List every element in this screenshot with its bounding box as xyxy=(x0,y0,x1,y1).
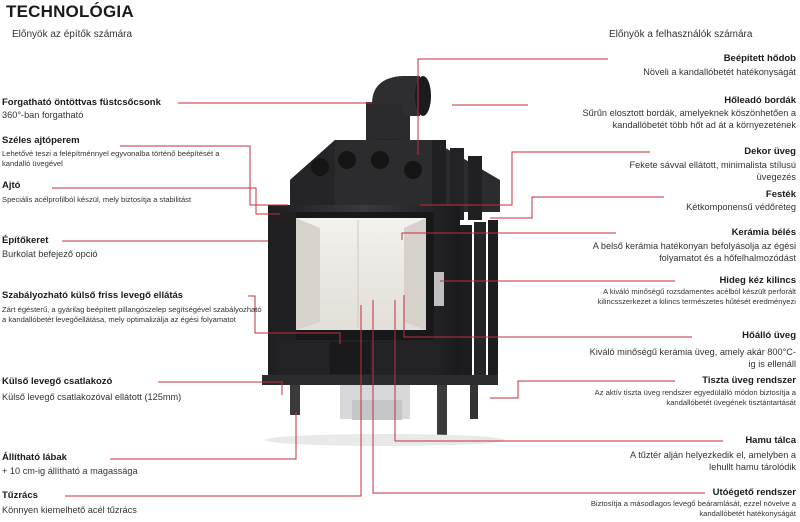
leader-glass xyxy=(403,295,692,338)
vent-hole xyxy=(371,151,389,169)
feature-desc-decor-glass: Fekete sávval ellátott, minimalista stíl… xyxy=(629,160,796,182)
heat-fins xyxy=(432,140,498,385)
subtitle-right: Előnyök a felhasználók számára xyxy=(609,29,753,40)
feature-desc-fins: Sűrűn elosztott bordák, amelyeknek köszö… xyxy=(582,108,796,130)
subtitle-left: Előnyök az építők számára xyxy=(12,29,133,40)
leader-door xyxy=(52,187,280,215)
stove-body xyxy=(262,76,505,446)
leader-air-connector xyxy=(158,381,283,395)
feature-desc-heat-chamber: Növeli a kandallóbetét hatékonyságát xyxy=(643,67,796,77)
feature-desc-clean-glass: Az aktív tiszta üveg rendszer egyedüláll… xyxy=(594,388,796,407)
feature-title-grate: Tűzrács xyxy=(2,490,38,501)
feature-desc-ceramic: A belső kerámia hatékonyan befolyásolja … xyxy=(592,241,796,263)
feature-title-frame: Építőkeret xyxy=(2,235,49,246)
feature-title-flue: Forgatható öntöttvas füstcsőcsonk xyxy=(2,97,161,108)
feature-desc-air-connector: Külső levegő csatlakozóval ellátott (125… xyxy=(2,392,182,402)
feature-desc-door: Speciális acélprofilból készül, mely biz… xyxy=(2,195,192,204)
feature-title-glass: Hőálló üveg xyxy=(742,330,796,341)
leader-afterburn xyxy=(372,300,705,494)
feature-desc-door-flange: Lehetővé teszi a felépítménnyel egyvonal… xyxy=(2,149,220,168)
adjustable-leg xyxy=(290,385,300,415)
leader-legs xyxy=(110,412,297,460)
adjustable-leg xyxy=(470,385,478,419)
feature-title-afterburn: Utóégető rendszer xyxy=(712,487,796,498)
feature-desc-air-supply: Zárt égésterű, a gyárilag beépített pill… xyxy=(2,305,262,324)
feature-desc-paint: Kétkomponensű védőréteg xyxy=(686,202,796,212)
feature-title-decor-glass: Dekor üveg xyxy=(744,146,796,157)
leader-lines xyxy=(52,58,723,497)
leader-air-supply xyxy=(248,295,341,344)
flue-pipe xyxy=(364,76,431,149)
feature-title-ash-pan: Hamu tálca xyxy=(745,435,796,446)
feature-title-legs: Állítható lábak xyxy=(2,452,67,463)
adjustable-leg xyxy=(437,385,447,445)
page-title: TECHNOLÓGIA xyxy=(6,2,134,21)
feature-title-air-connector: Külső levegő csatlakozó xyxy=(2,376,113,387)
feature-title-heat-chamber: Beépített hődob xyxy=(723,53,796,64)
feature-desc-frame: Burkolat befejező opció xyxy=(2,249,98,259)
leader-clean-glass xyxy=(490,380,675,399)
leader-door-flange xyxy=(120,145,288,206)
feature-title-fins: Hőleadó bordák xyxy=(724,95,796,106)
leader-decor-glass xyxy=(420,151,650,206)
leader-grate xyxy=(65,305,362,497)
feature-title-paint: Festék xyxy=(765,189,796,200)
feature-title-handle: Hideg kéz kilincs xyxy=(719,275,796,286)
feature-desc-glass: Kiváló minőségű kerámia üveg, amely akár… xyxy=(589,347,796,369)
vent-hole xyxy=(338,151,356,169)
feature-desc-flue: 360°-ban forgatható xyxy=(2,110,84,120)
feature-desc-ash-pan: A tűztér alján helyezkedik el, amelyben … xyxy=(630,450,796,472)
feature-title-clean-glass: Tiszta üveg rendszer xyxy=(702,375,796,386)
feature-title-ceramic: Kerámia bélés xyxy=(731,227,796,238)
leader-ash-pan xyxy=(394,300,723,442)
feature-title-door-flange: Széles ajtóperem xyxy=(2,135,80,146)
leader-heat-chamber xyxy=(417,58,608,155)
feature-desc-legs: + 10 cm-ig állítható a magassága xyxy=(2,466,138,476)
feature-desc-grate: Könnyen kiemelhető acél tűzrács xyxy=(2,505,137,515)
feature-desc-afterburn: Biztosítja a másodlagos levegő beáramlás… xyxy=(590,499,796,518)
vent-hole xyxy=(311,158,329,176)
leader-paint xyxy=(490,196,664,219)
feature-title-air-supply: Szabályozható külső friss levegő ellátás xyxy=(2,290,184,301)
cool-touch-handle xyxy=(434,272,444,306)
vent-hole xyxy=(404,161,422,179)
feature-title-door: Ajtó xyxy=(2,180,21,191)
leader-ceramic xyxy=(401,232,616,240)
feature-desc-handle: A kiváló minőségű rozsdamentes acélból k… xyxy=(597,287,796,306)
